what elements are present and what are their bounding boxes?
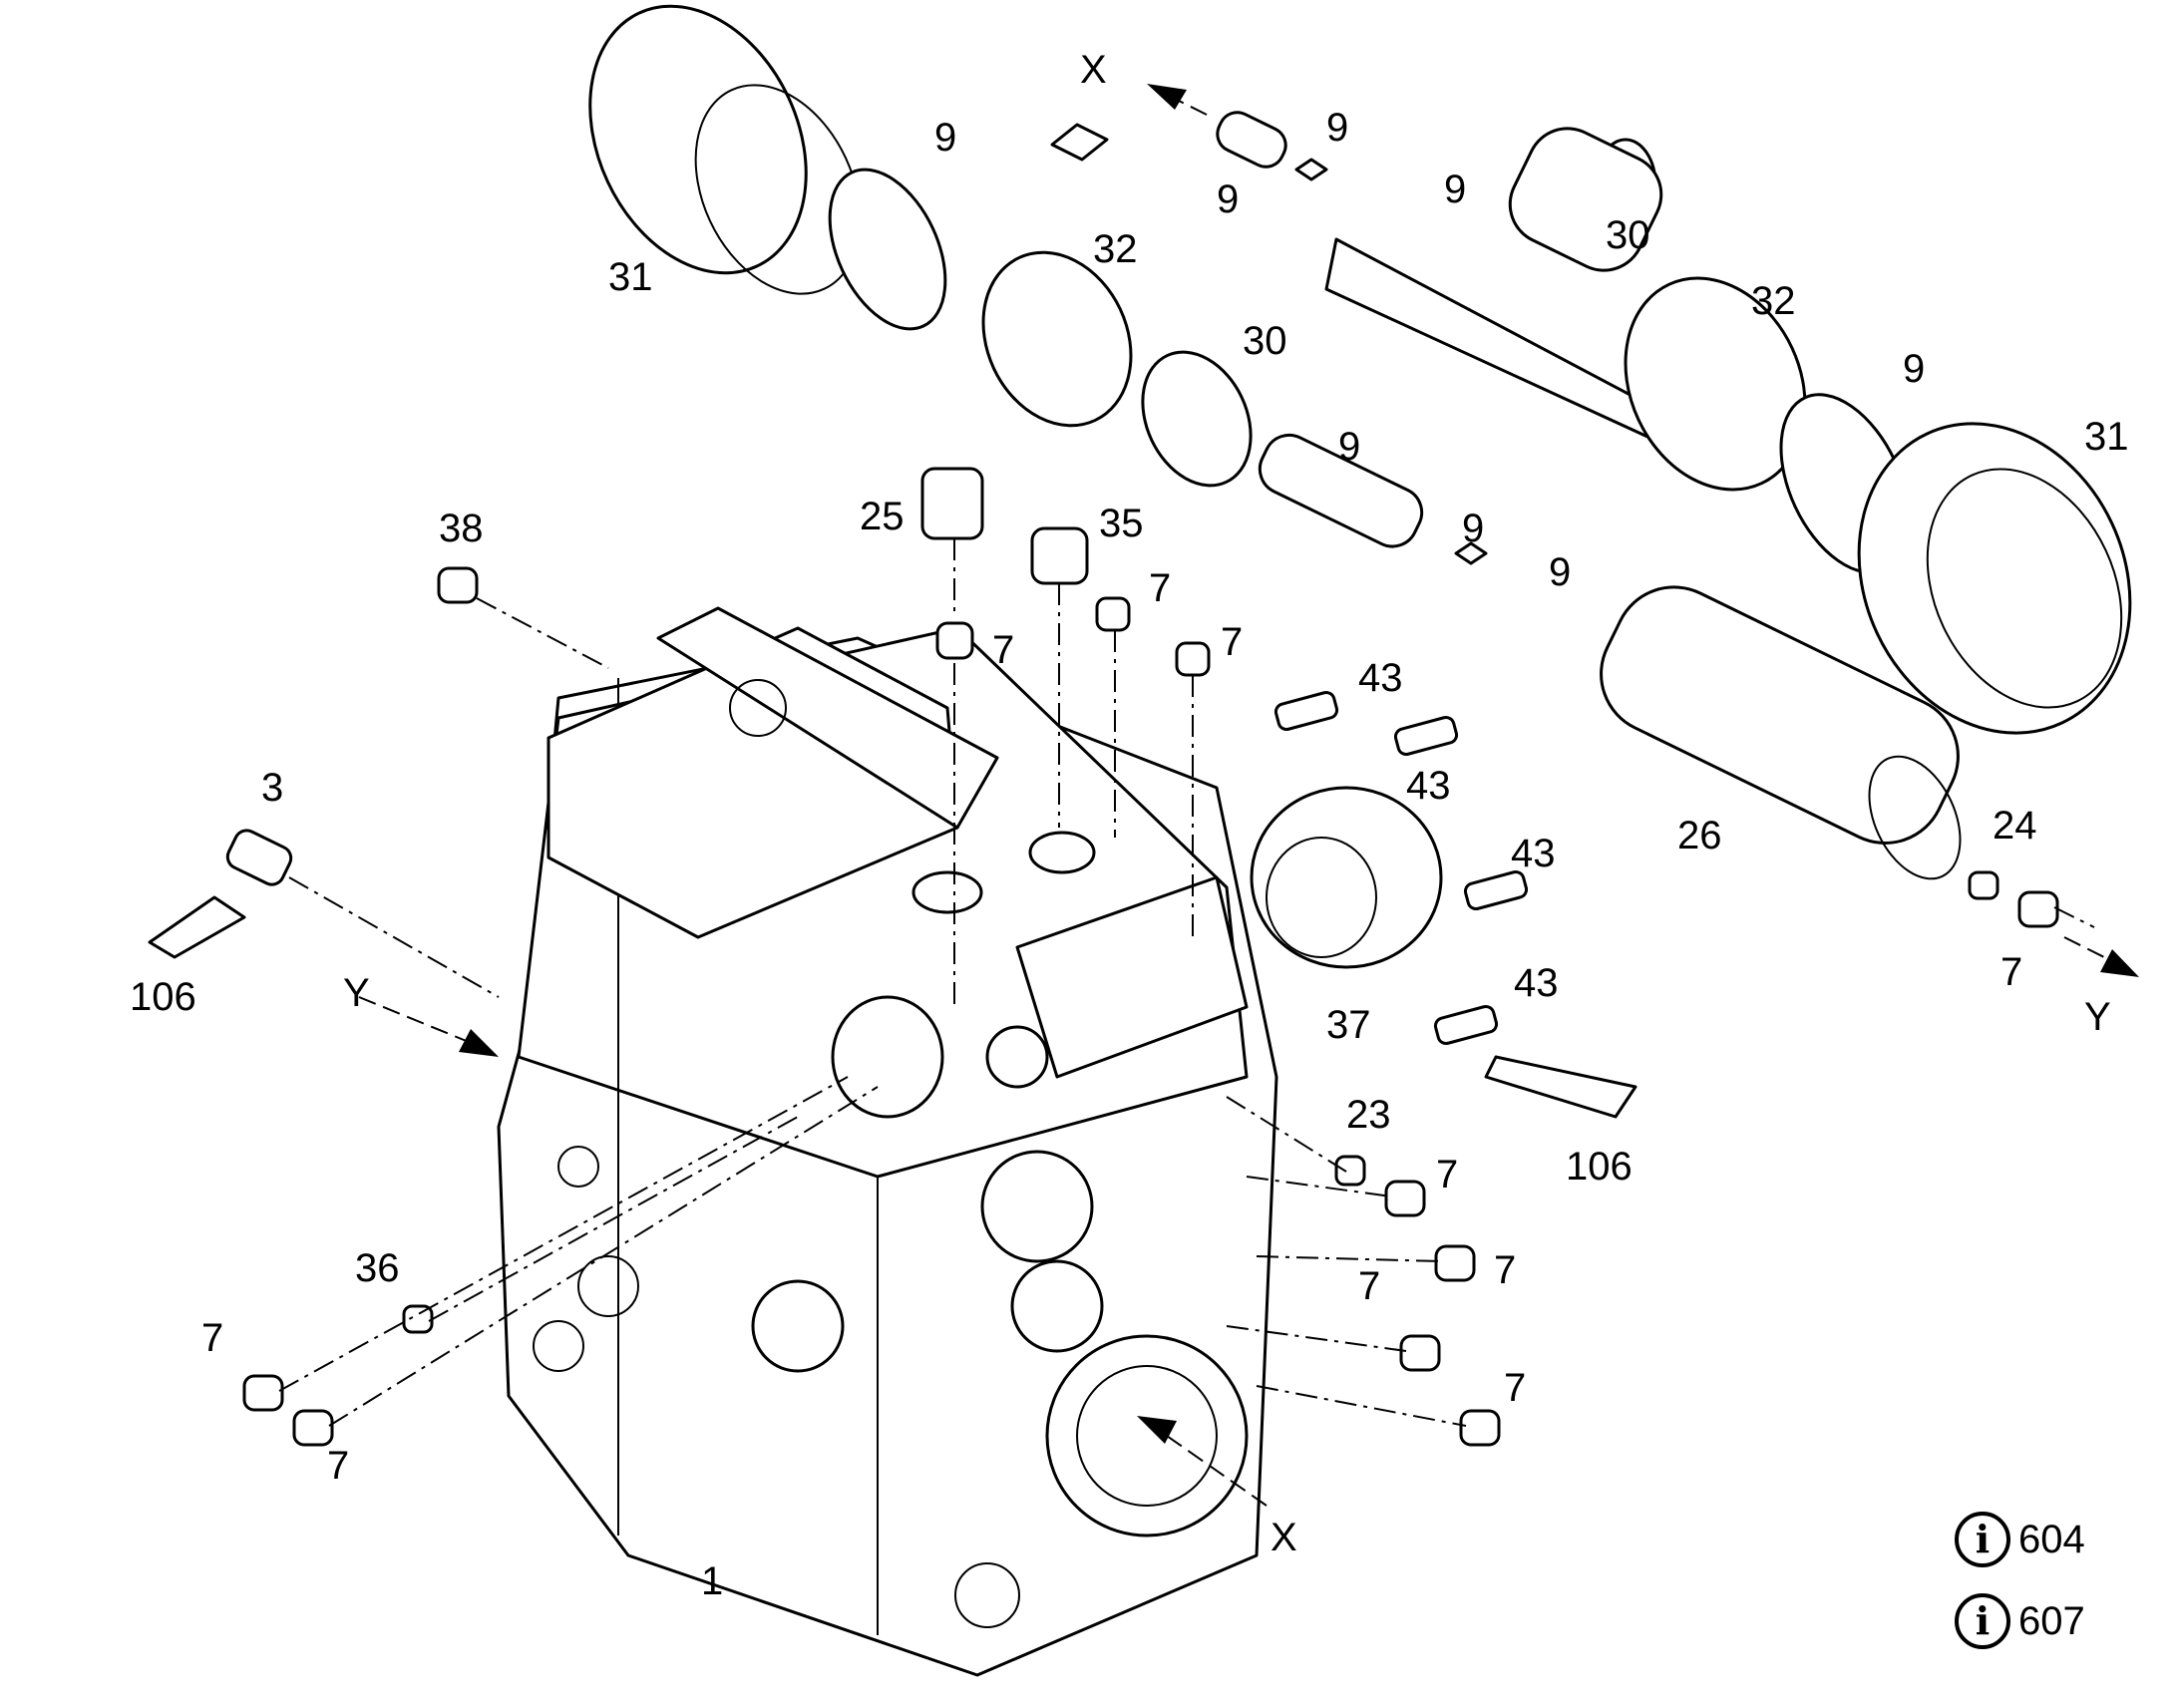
callout-part-9: 9 <box>1444 168 1467 211</box>
info-icon: i <box>1955 1512 2010 1567</box>
callout-part-7: 7 <box>2000 950 2023 994</box>
callout-part-9: 9 <box>1326 106 1349 150</box>
callout-part-30: 30 <box>1606 213 1650 257</box>
reference-label: 607 <box>2018 1598 2085 1643</box>
spool-part-26 <box>1600 585 1962 880</box>
upper-valve-block <box>546 606 1249 1119</box>
callout-part-9: 9 <box>1903 347 1926 391</box>
callout-part-7: 7 <box>201 1316 224 1360</box>
callout-part-7: 7 <box>992 628 1015 672</box>
callout-part-3: 3 <box>261 766 284 810</box>
axis-label-x-bottom: X <box>1271 1516 1297 1559</box>
reference-label: 604 <box>2018 1517 2085 1561</box>
sleeve-part-37 <box>1250 786 1443 969</box>
callout-part-106: 106 <box>130 975 196 1019</box>
callout-part-24: 24 <box>1993 804 2037 848</box>
leader-lines <box>278 538 2095 1427</box>
callout-part-36: 36 <box>355 1246 400 1290</box>
callout-part-106: 106 <box>1566 1145 1633 1189</box>
info-icon: i <box>1955 1593 2010 1649</box>
callout-part-9: 9 <box>1549 550 1572 594</box>
axis-label-y-left: Y <box>343 971 370 1015</box>
callout-part-7: 7 <box>327 1444 350 1488</box>
reference-604[interactable]: i 604 <box>1955 1512 2085 1567</box>
callout-part-43: 43 <box>1511 832 1556 875</box>
callout-part-43: 43 <box>1358 656 1403 700</box>
direction-arrows <box>358 84 2139 1507</box>
small-hardware <box>148 123 2059 1447</box>
callout-part-43: 43 <box>1406 764 1451 808</box>
callout-part-31: 31 <box>2084 415 2129 459</box>
callout-part-35: 35 <box>1099 502 1144 545</box>
left-valve-assembly <box>588 4 1424 548</box>
callout-part-31: 31 <box>608 255 653 299</box>
callout-part-37: 37 <box>1326 1003 1371 1047</box>
axis-label-x-top: X <box>1080 48 1107 92</box>
callout-part-43: 43 <box>1514 961 1559 1005</box>
reference-607[interactable]: i 607 <box>1955 1593 2085 1649</box>
callout-part-25: 25 <box>860 495 905 538</box>
callout-part-7: 7 <box>1149 566 1172 610</box>
callout-part-7: 7 <box>1221 620 1244 664</box>
callout-part-32: 32 <box>1093 227 1138 271</box>
callout-part-7: 7 <box>1494 1248 1517 1292</box>
callout-part-23: 23 <box>1346 1093 1391 1137</box>
callout-part-9: 9 <box>1338 425 1361 469</box>
callout-part-7: 7 <box>1436 1153 1459 1196</box>
axis-label-y-right: Y <box>2084 995 2111 1039</box>
callout-part-9: 9 <box>1462 507 1485 550</box>
callout-part-32: 32 <box>1751 279 1796 323</box>
callout-part-30: 30 <box>1243 319 1287 363</box>
callout-part-38: 38 <box>439 507 484 550</box>
callout-part-26: 26 <box>1677 814 1722 857</box>
callout-part-1: 1 <box>701 1559 724 1603</box>
right-valve-assembly <box>1324 127 2132 735</box>
callout-part-7: 7 <box>1504 1366 1527 1410</box>
callout-part-7: 7 <box>1358 1264 1381 1308</box>
callout-part-9: 9 <box>1217 177 1240 221</box>
callout-part-9: 9 <box>934 116 957 160</box>
